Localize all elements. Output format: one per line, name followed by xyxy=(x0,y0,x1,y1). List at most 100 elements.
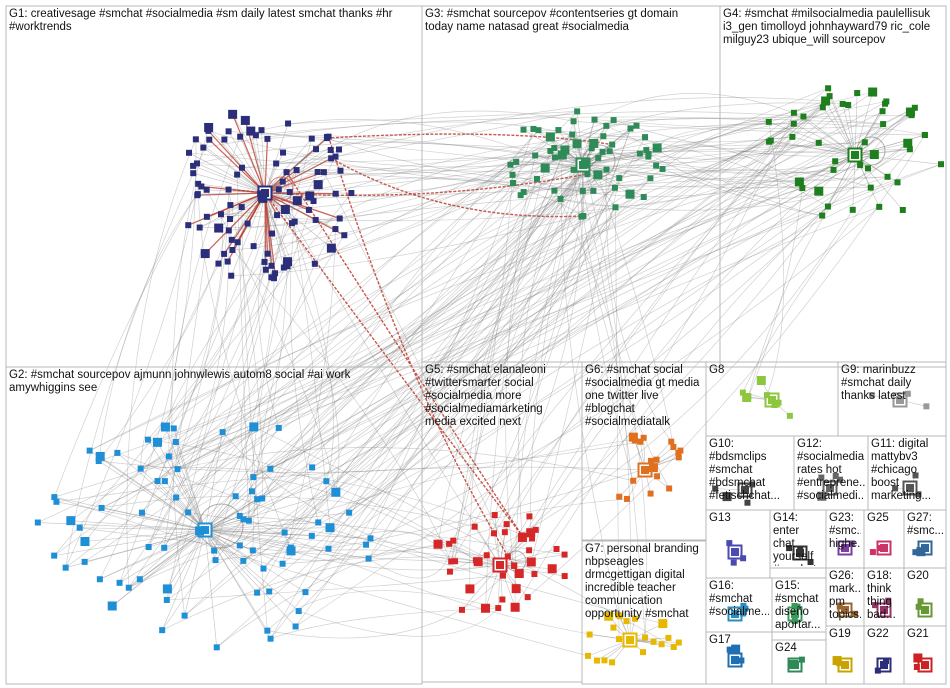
edge xyxy=(829,96,856,156)
node xyxy=(240,115,250,125)
edge xyxy=(576,111,584,166)
node xyxy=(579,187,586,194)
node xyxy=(848,540,855,547)
edge xyxy=(852,154,856,210)
node xyxy=(161,478,168,485)
node xyxy=(603,166,610,173)
edge xyxy=(204,529,299,612)
node xyxy=(225,186,232,193)
node xyxy=(532,152,539,159)
node xyxy=(80,537,90,547)
inter-group-edge xyxy=(348,187,616,513)
node xyxy=(677,447,684,454)
node xyxy=(325,523,335,533)
node xyxy=(581,159,591,169)
edge xyxy=(204,529,258,593)
inter-group-edge xyxy=(84,171,318,542)
node xyxy=(540,163,550,173)
inter-group-edge xyxy=(766,121,785,396)
inter-group-edge xyxy=(70,174,599,521)
edge xyxy=(141,512,206,531)
inter-group-edge xyxy=(267,590,499,631)
node xyxy=(211,547,218,554)
node xyxy=(206,136,213,143)
node xyxy=(625,189,635,199)
node xyxy=(315,519,322,526)
node xyxy=(807,559,814,566)
node xyxy=(659,165,666,172)
edge xyxy=(204,491,253,531)
node xyxy=(267,465,274,472)
inter-group-edge xyxy=(276,141,865,164)
edge xyxy=(264,171,325,194)
edge xyxy=(255,135,266,194)
edge xyxy=(101,507,206,531)
inter-group-edge xyxy=(270,91,873,470)
node xyxy=(264,135,271,142)
node xyxy=(913,663,920,670)
inter-group-edge xyxy=(255,116,884,136)
node xyxy=(326,243,336,253)
node xyxy=(609,141,616,148)
hub-node-avatar xyxy=(796,549,804,557)
node xyxy=(824,203,831,210)
edge xyxy=(193,172,266,194)
inter-group-edge xyxy=(448,107,824,545)
hub-node-avatar xyxy=(921,661,929,669)
node xyxy=(302,589,309,596)
inter-group-edge xyxy=(554,107,824,192)
inter-group-edge xyxy=(98,193,199,462)
node xyxy=(510,179,517,186)
node xyxy=(884,173,891,180)
inter-group-edge xyxy=(368,216,582,559)
node xyxy=(249,422,259,432)
edge xyxy=(204,529,264,569)
node xyxy=(313,146,320,153)
node xyxy=(786,545,793,552)
node xyxy=(906,146,913,153)
inter-group-edge xyxy=(289,221,319,523)
node xyxy=(771,401,778,408)
node xyxy=(215,260,222,267)
node xyxy=(578,213,585,220)
node xyxy=(275,424,282,431)
inter-group-edge xyxy=(228,189,263,499)
node xyxy=(159,627,166,634)
hub-node-avatar xyxy=(626,636,634,644)
inter-group-edge xyxy=(263,149,647,569)
node xyxy=(252,132,259,139)
inter-group-edge xyxy=(256,100,826,593)
node xyxy=(740,555,747,562)
inter-group-edge xyxy=(243,142,909,562)
edge xyxy=(582,164,631,195)
inter-group-edge xyxy=(282,152,594,192)
group-panel-g10 xyxy=(705,435,795,511)
inter-group-edge xyxy=(348,182,898,513)
inter-group-edge xyxy=(554,190,648,638)
node xyxy=(274,212,281,219)
node xyxy=(756,376,766,386)
edge xyxy=(177,468,206,531)
inter-group-edge xyxy=(365,128,534,545)
node xyxy=(212,557,219,564)
node xyxy=(632,615,639,622)
node xyxy=(894,179,901,186)
node xyxy=(287,544,294,551)
inter-group-edge xyxy=(270,125,607,639)
node xyxy=(730,559,737,566)
node xyxy=(193,160,200,167)
inter-group-edge xyxy=(278,107,916,429)
node xyxy=(797,546,804,553)
edge xyxy=(204,498,263,531)
node xyxy=(250,243,257,250)
inter-group-edge xyxy=(311,121,574,468)
node xyxy=(221,250,228,257)
inter-group-edge xyxy=(222,431,456,562)
inter-group-edge xyxy=(514,206,829,608)
node xyxy=(264,627,271,634)
edge xyxy=(582,119,595,166)
node xyxy=(51,552,58,559)
edge xyxy=(822,107,856,156)
node xyxy=(513,158,520,165)
edge xyxy=(117,452,206,531)
